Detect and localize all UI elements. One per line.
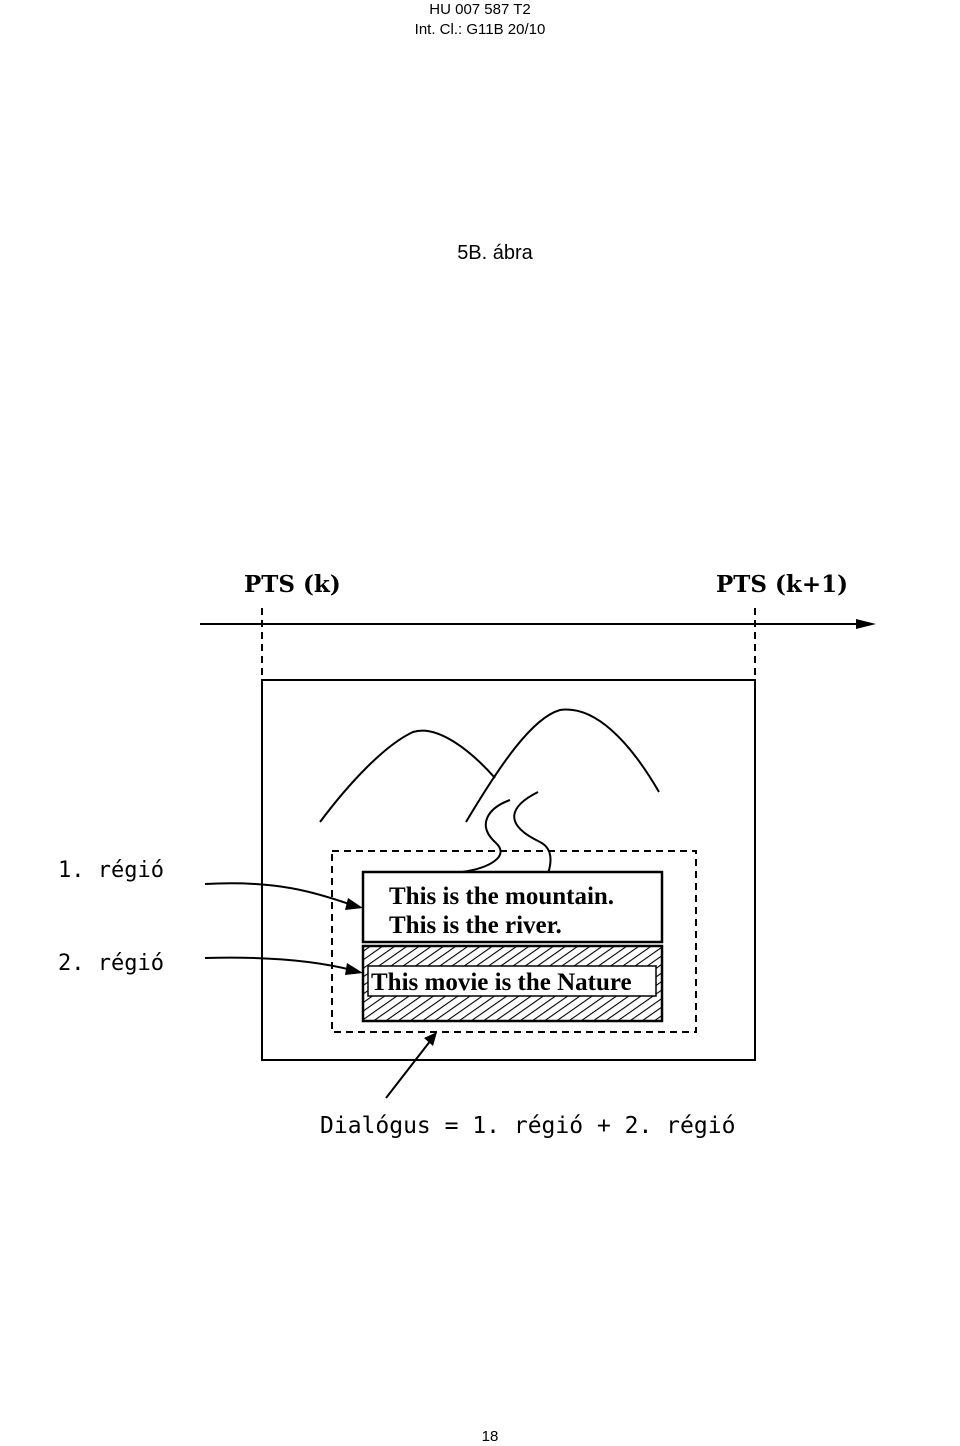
region-1-arrow	[204, 882, 363, 910]
mountain-drawing	[319, 708, 660, 823]
time-axis	[200, 619, 876, 629]
region-1-box	[361, 870, 664, 944]
subtitle-line-3: This movie is the Nature	[371, 969, 632, 996]
subtitle-line-1: This is the mountain.	[389, 883, 614, 910]
dialog-caption: Dialógus = 1. régió + 2. régió	[320, 1113, 735, 1139]
region-1-label: 1. régió	[58, 858, 164, 883]
screen-frame	[261, 679, 756, 1061]
subtitle-line-2: This is the river.	[389, 912, 562, 939]
dialog-area	[331, 850, 697, 1033]
doc-number: HU 007 587 T2	[429, 1, 531, 18]
region-2-text-bg	[367, 965, 657, 997]
dialog-arrow	[385, 1032, 437, 1099]
int-class: Int. Cl.: G11B 20/10	[414, 21, 546, 38]
figure-title: 5B. ábra	[457, 242, 533, 264]
page-number: 18	[481, 1428, 499, 1445]
region-2-arrow	[204, 956, 363, 975]
region-2-label: 2. régió	[58, 951, 164, 976]
pts-k-label: PTS (k)	[244, 571, 341, 598]
pts-k1-label: PTS (k+1)	[716, 571, 848, 598]
